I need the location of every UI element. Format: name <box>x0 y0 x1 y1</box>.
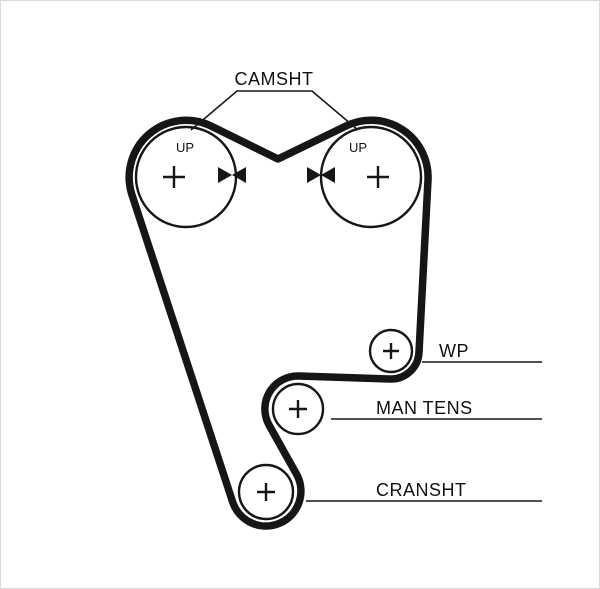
timing-belt-path <box>125 116 432 530</box>
tensioner-pulley <box>271 382 325 436</box>
camshaft-pulley-right <box>319 125 423 229</box>
crankshaft-pulley <box>237 463 295 521</box>
alignment-arrow-right-left-icon <box>321 167 335 183</box>
plus-mark-crankshaft <box>257 483 275 501</box>
alignment-arrow-right-right-icon <box>307 167 321 183</box>
camshaft-label: CAMSHT <box>235 69 314 89</box>
tensioner-label: MAN TENS <box>376 398 473 418</box>
alignment-arrow-left-left-icon <box>232 167 246 183</box>
water-pump-label: WP <box>439 341 469 361</box>
plus-mark-cam-left <box>163 166 185 188</box>
camshaft-label-bracket <box>190 90 359 131</box>
plus-mark-tensioner <box>289 400 307 418</box>
water-pump-pulley <box>368 328 414 374</box>
plus-mark-cam-right <box>367 166 389 188</box>
up-label-left: UP <box>176 140 194 155</box>
crankshaft-label: CRANSHT <box>376 480 467 500</box>
plus-mark-water-pump <box>383 343 399 359</box>
alignment-arrow-left-right-icon <box>218 167 232 183</box>
up-label-right: UP <box>349 140 367 155</box>
